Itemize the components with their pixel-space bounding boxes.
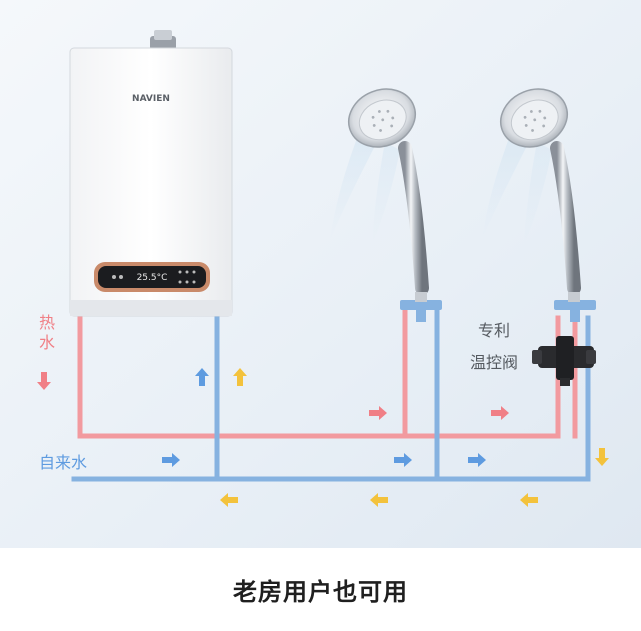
shower-head-icon <box>330 88 442 322</box>
hot-water-label-bottom: 水 <box>39 333 55 352</box>
thermostatic-valve-icon <box>532 336 596 386</box>
caption: 老房用户也可用 <box>233 578 408 606</box>
temperature-display: 25.5°C <box>137 273 168 283</box>
brand-logo: NAVIEN <box>132 94 170 104</box>
hot-water-label-top: 热 <box>39 313 55 332</box>
water-heater-icon: NAVIEN 25.5°C <box>69 30 233 317</box>
cold-water-label: 自来水 <box>39 453 87 472</box>
control-panel: 25.5°C <box>94 262 210 292</box>
valve-label-line1: 专利 <box>478 321 510 340</box>
cold-pipe-network <box>71 307 591 482</box>
plumbing-diagram: NAVIEN 25.5°C <box>0 0 641 548</box>
valve-label-line2: 温控阀 <box>470 353 518 372</box>
shower-head-icon <box>482 88 596 322</box>
cold-main-pipe <box>71 315 591 482</box>
